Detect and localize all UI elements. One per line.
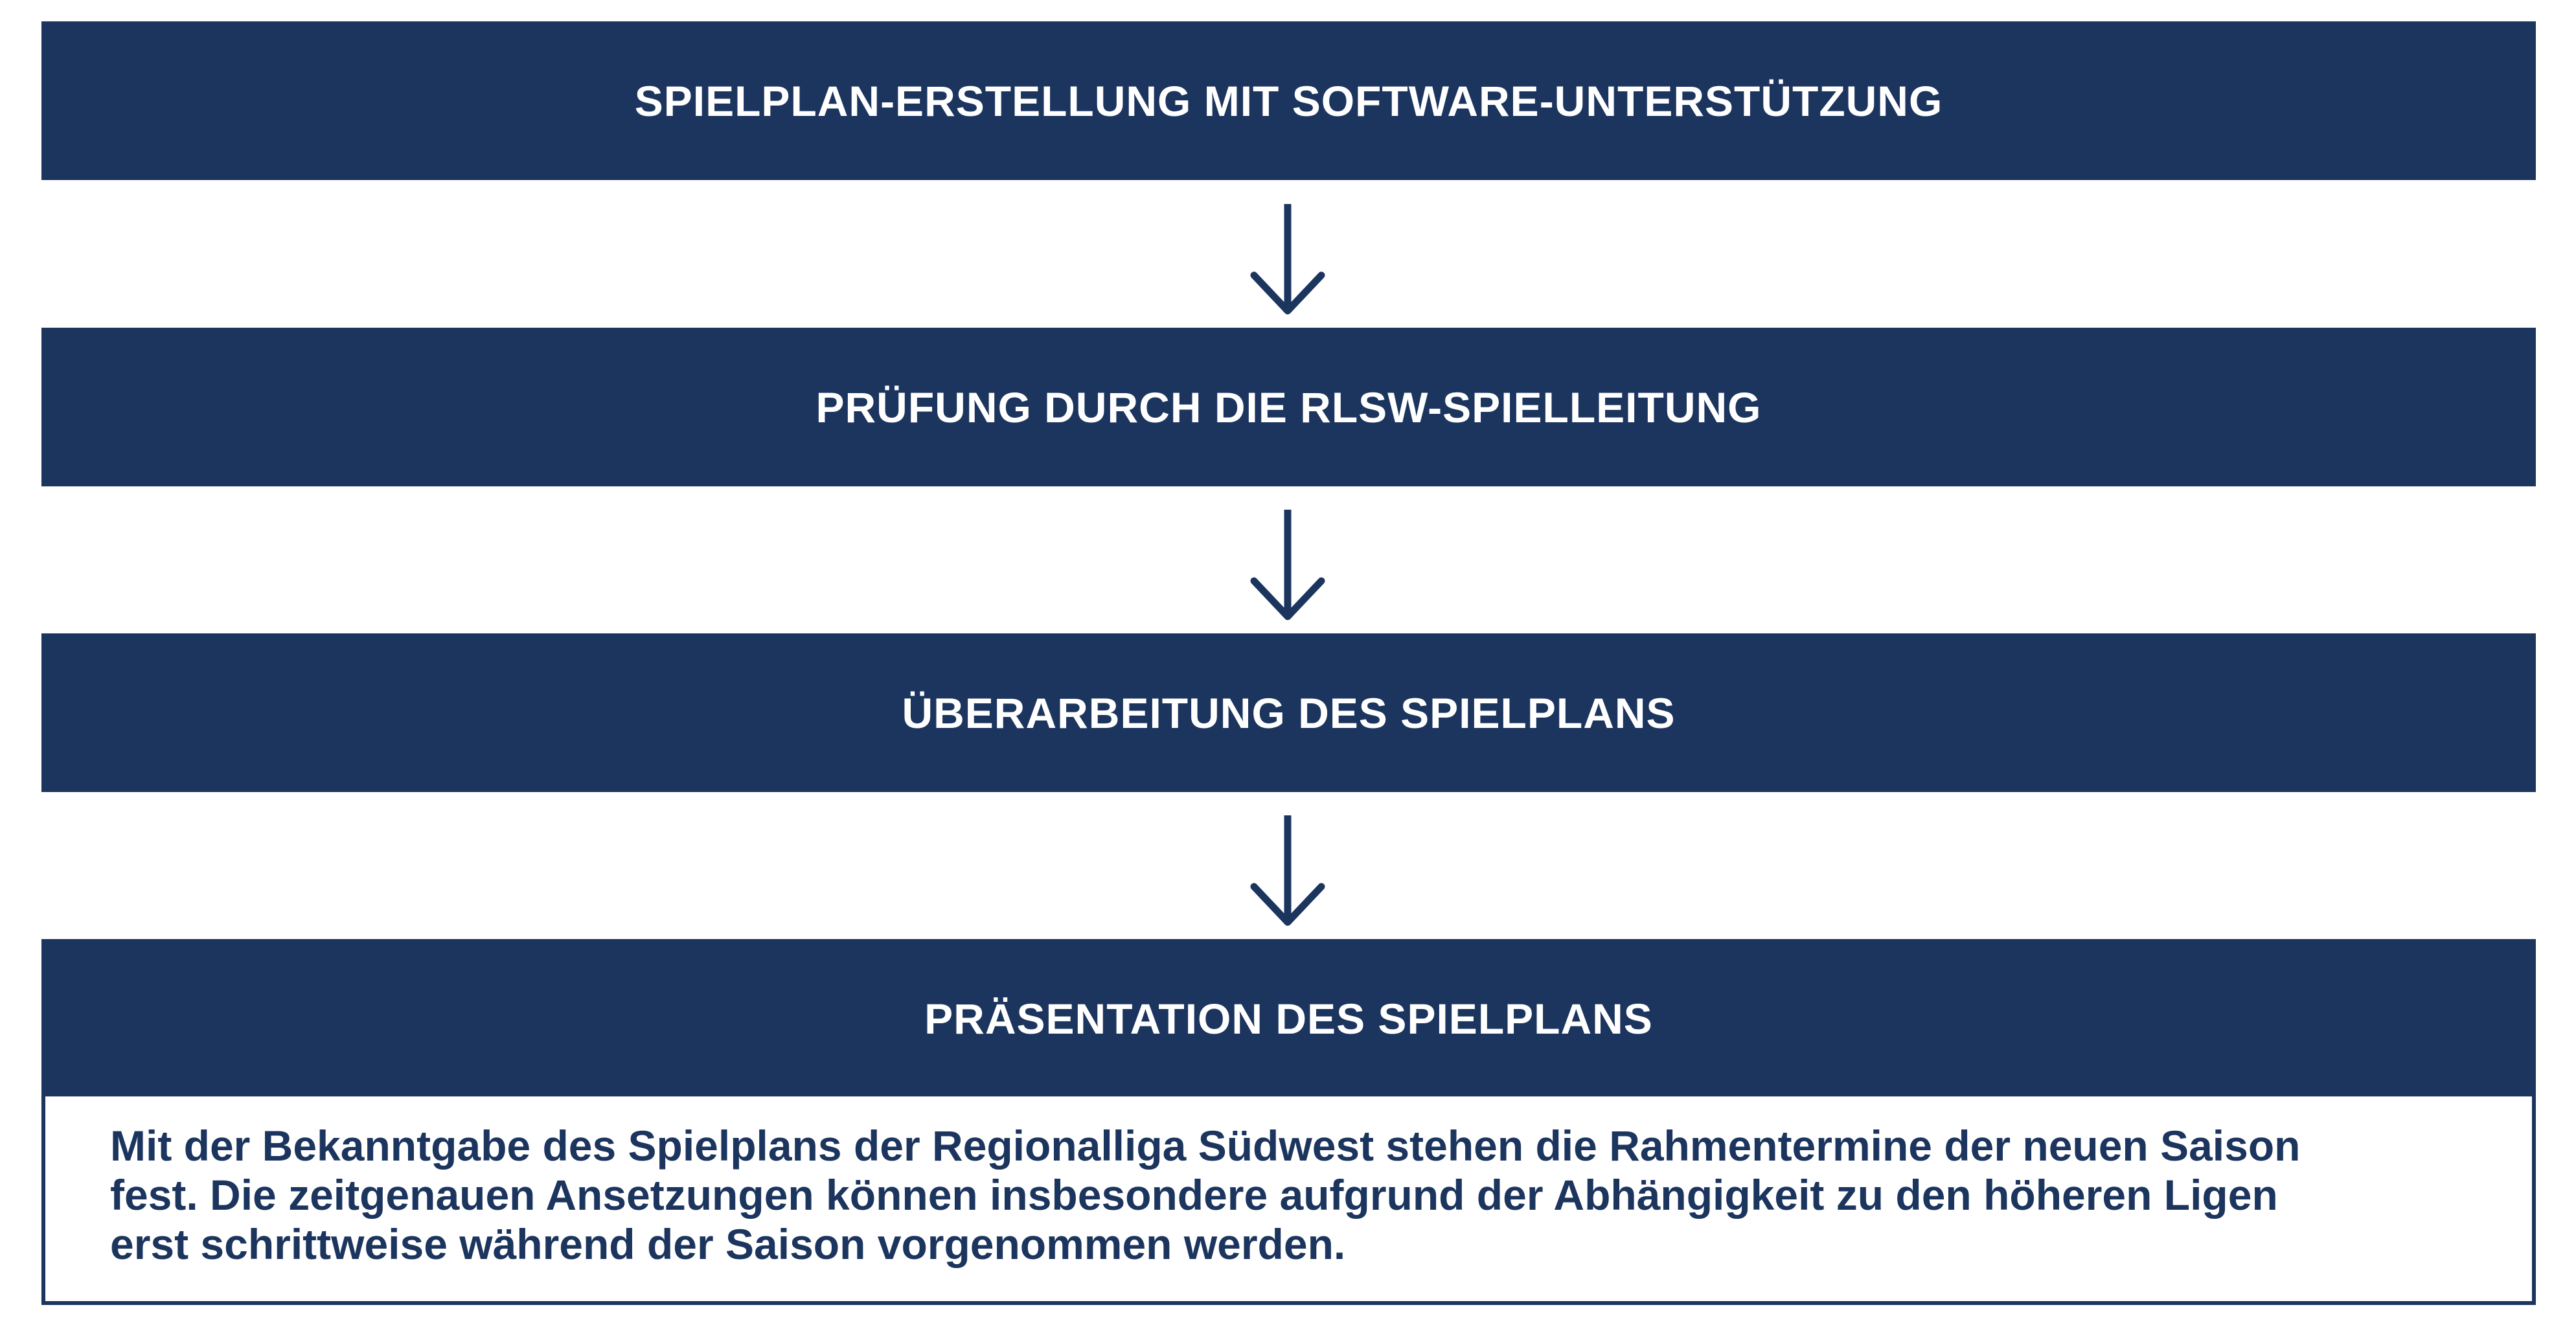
arrow-down-icon [1250, 204, 1325, 315]
step-label: PRÜFUNG DURCH DIE RLSW-SPIELLEITUNG [815, 383, 1762, 431]
description-line: erst schrittweise während der Saison vor… [110, 1220, 1346, 1268]
step-box-software-creation: SPIELPLAN-ERSTELLUNG MIT SOFTWARE-UNTERS… [41, 21, 2536, 180]
step-box-presentation: PRÄSENTATION DES SPIELPLANS [41, 939, 2536, 1098]
step-box-review: PRÜFUNG DURCH DIE RLSW-SPIELLEITUNG [41, 328, 2536, 486]
arrow-down-icon [1250, 815, 1325, 926]
step-box-revision: ÜBERARBEITUNG DES SPIELPLANS [41, 633, 2536, 792]
step-label: ÜBERARBEITUNG DES SPIELPLANS [902, 688, 1676, 737]
step-label: PRÄSENTATION DES SPIELPLANS [924, 994, 1653, 1043]
description-box: Mit der Bekanntgabe des Spielplans der R… [41, 1096, 2536, 1305]
description-text: Mit der Bekanntgabe des Spielplans der R… [110, 1121, 2507, 1269]
description-line: fest. Die zeitgenauen Ansetzungen können… [110, 1171, 2278, 1219]
arrow-down-icon [1250, 510, 1325, 620]
step-label: SPIELPLAN-ERSTELLUNG MIT SOFTWARE-UNTERS… [634, 76, 1943, 125]
description-line: Mit der Bekanntgabe des Spielplans der R… [110, 1122, 2301, 1170]
